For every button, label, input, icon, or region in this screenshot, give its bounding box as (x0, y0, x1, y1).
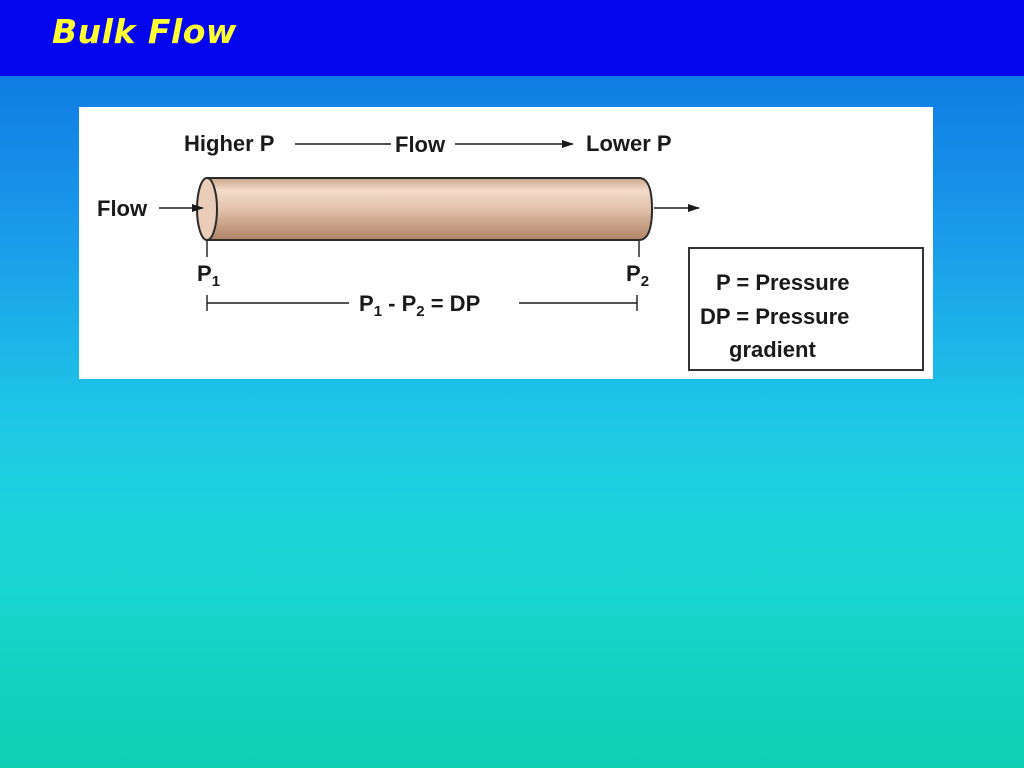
pipe-inlet-opening (196, 177, 218, 241)
legend-box: P = Pressure DP = Pressure gradient (688, 247, 924, 371)
top-flow-label: Flow (395, 132, 446, 157)
legend-line-pressure: P = Pressure (716, 270, 850, 295)
pipe-diagram-graphic (159, 140, 700, 311)
inlet-flow-label: Flow (97, 196, 148, 221)
pressure-difference-equation: P1 - P2 = DP (359, 291, 481, 320)
bulk-flow-figure: Higher P Flow Lower P Flow P1 P2 P1 - P2… (79, 107, 933, 379)
higher-pressure-label: Higher P (184, 131, 275, 156)
pipe-body (206, 177, 654, 241)
lower-pressure-label: Lower P (586, 131, 672, 156)
legend-line-pressure-gradient: DP = Pressure (700, 304, 850, 329)
p1-label: P1 (197, 261, 221, 290)
slide-title: Bulk Flow (52, 12, 237, 51)
title-bar: Bulk Flow (0, 0, 1024, 76)
legend-line-gradient: gradient (729, 337, 816, 362)
p2-label: P2 (626, 261, 650, 290)
